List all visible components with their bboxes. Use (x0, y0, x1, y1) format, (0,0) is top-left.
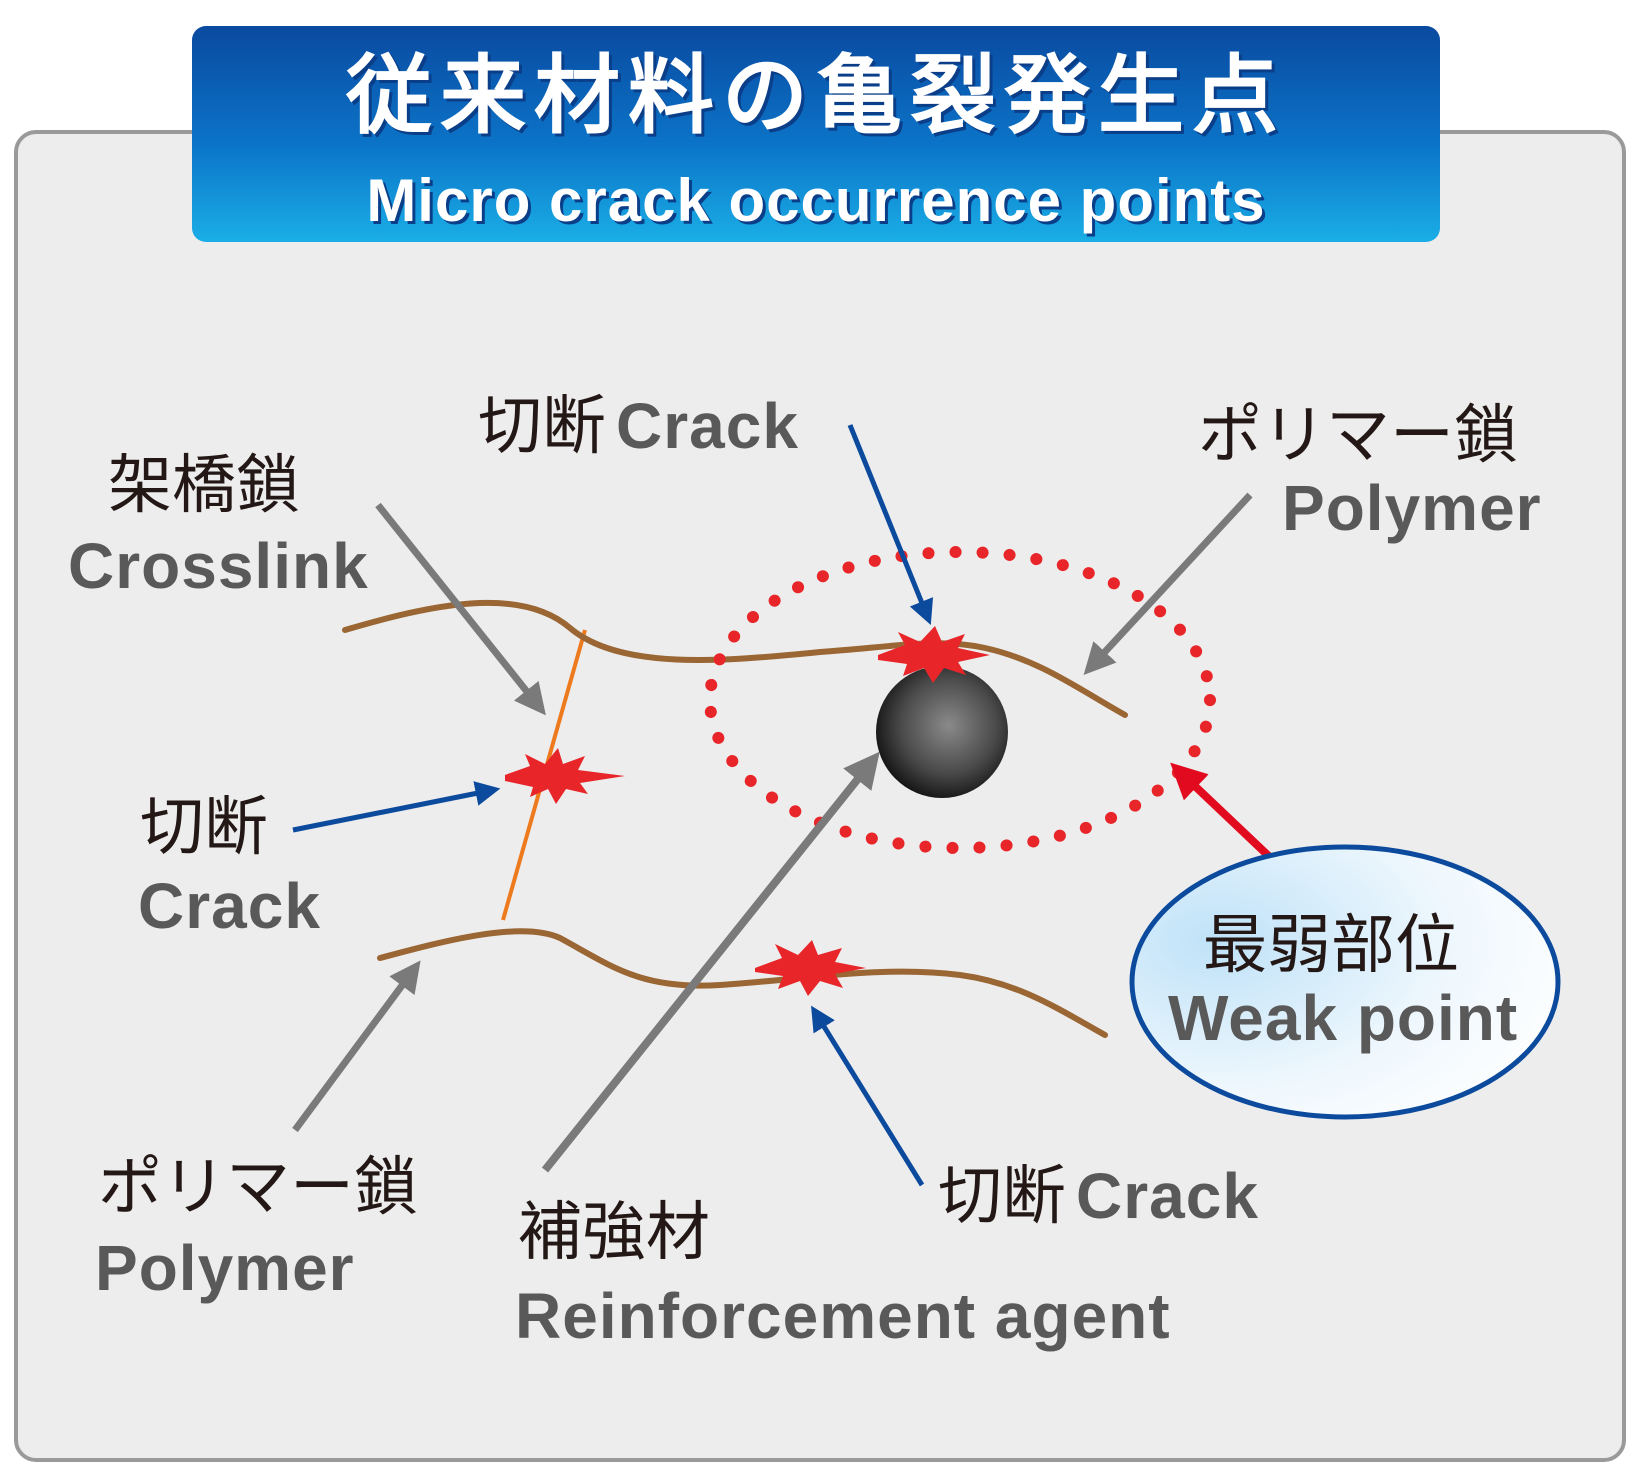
label-crosslink-jp: 架橋鎖 (108, 449, 300, 523)
crack-burst-lower (755, 940, 866, 996)
arrow-crack-top (847, 424, 934, 625)
arrow-crack-left (292, 781, 501, 833)
label-crack-top-en: Crack (616, 390, 799, 462)
weak-point-bubble (1129, 844, 1561, 1120)
weak-zone-ellipse (704, 546, 1216, 854)
label-polymer-top-jp: ポリマー鎖 (1198, 399, 1518, 473)
label-crack-left-jp: 切断 (140, 791, 268, 865)
label-crack-bottom-jp: 切断 (938, 1160, 1066, 1234)
arrow-reinforcement (541, 751, 880, 1173)
crack-burst-crosslink (505, 748, 625, 804)
label-polymer-top-en: Polymer (1282, 472, 1542, 544)
label-polymer-bottom-jp: ポリマー鎖 (98, 1151, 418, 1225)
arrow-crosslink (375, 502, 546, 716)
title-english: Micro crack occurrence points (366, 167, 1266, 234)
label-crosslink-en: Crosslink (68, 530, 369, 602)
label-crack-bottom-en: Crack (1076, 1160, 1259, 1232)
label-polymer-bottom-en: Polymer (95, 1232, 355, 1304)
reinforcement-particle (876, 666, 1008, 798)
title-banner: 従来材料の亀裂発生点 Micro crack occurrence points (192, 26, 1440, 242)
crack-burst-upper (878, 626, 990, 683)
label-weak-point-en: Weak point (1168, 982, 1519, 1054)
arrow-weak-point (1170, 762, 1278, 865)
label-reinforcement-jp: 補強材 (518, 1196, 710, 1270)
polymer-chain-lower (377, 928, 1108, 1038)
arrow-polymer-upper (1083, 492, 1253, 675)
arrow-crack-bottom (811, 1005, 925, 1187)
label-crack-top-jp: 切断 (478, 390, 606, 464)
diagram-panel (14, 130, 1626, 1462)
title-japanese: 従来材料の亀裂発生点 (346, 46, 1286, 146)
label-weak-point-jp: 最弱部位 (1203, 909, 1459, 983)
arrow-polymer-lower (292, 960, 421, 1133)
label-reinforcement-en: Reinforcement agent (515, 1280, 1171, 1352)
label-crack-left-en: Crack (138, 870, 321, 942)
polymer-chain-upper (342, 599, 1128, 718)
